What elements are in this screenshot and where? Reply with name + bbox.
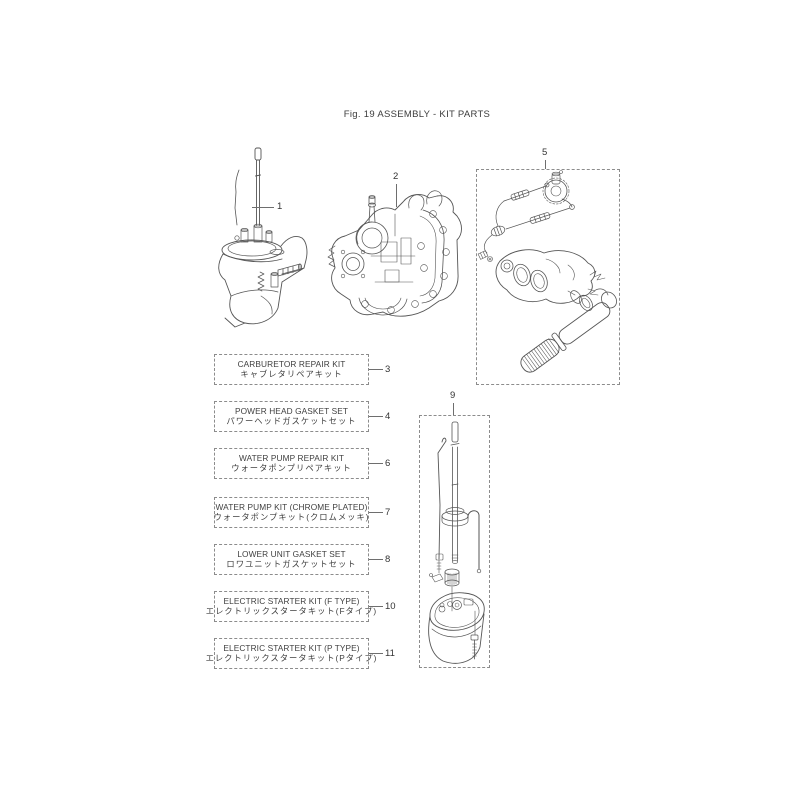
lifting-brackets <box>409 191 442 210</box>
steering-handle-illustration <box>476 169 620 385</box>
kit-label-jp: パワーヘッドガスケットセット <box>226 416 357 426</box>
callout-4-leader <box>369 416 383 417</box>
grip-ribs <box>522 338 559 372</box>
kit-label-en: ELECTRIC STARTER KIT (F TYPE) <box>223 596 360 606</box>
engine-outline <box>332 195 462 317</box>
kit-row-water-pump-repair-kit: WATER PUMP REPAIR KIT ウォータポンプリペアキット 6 <box>214 448 404 479</box>
power-head-illustration <box>325 186 460 318</box>
callout-7-leader <box>369 512 383 513</box>
kit-row-water-pump-kit-chrome: WATER PUMP KIT (CHROME PLATED) ウォータポンプキッ… <box>213 497 404 528</box>
callout-5-leader <box>545 160 546 169</box>
cable-grommet <box>490 224 506 237</box>
kit-box-power-head-gasket-set: POWER HEAD GASKET SET パワーヘッドガスケットセット <box>214 401 369 432</box>
callout-2: 2 <box>393 171 399 182</box>
callout-6-leader <box>369 463 383 464</box>
kit-row-carburetor-repair-kit: CARBURETOR REPAIR KIT キャブレタリペアキット 3 <box>214 354 404 385</box>
propeller-shaft <box>278 264 302 276</box>
callout-5: 5 <box>542 147 548 158</box>
kit-label-en: WATER PUMP REPAIR KIT <box>238 453 345 463</box>
housing-bolt <box>471 611 478 659</box>
kit-label-jp: ロワユニットガスケットセット <box>226 559 357 569</box>
lower-band <box>359 298 407 315</box>
callout-11-leader <box>369 653 383 654</box>
callout-2-leader <box>396 184 397 207</box>
kit-label-en: ELECTRIC STARTER KIT (P TYPE) <box>223 643 360 653</box>
callout-10: 10 <box>385 601 396 612</box>
lower-unit-illustration <box>205 146 310 328</box>
lower-housing <box>429 593 485 664</box>
spring-detail <box>258 272 264 291</box>
flywheel-boss <box>356 222 388 254</box>
kit-row-electric-starter-kit-f: ELECTRIC STARTER KIT (F TYPE) エレクトリックスター… <box>206 591 404 622</box>
kit-label-en: WATER PUMP KIT (CHROME PLATED) <box>215 502 368 512</box>
callout-8: 8 <box>385 554 391 565</box>
kit-box-electric-starter-kit-f: ELECTRIC STARTER KIT (F TYPE) エレクトリックスター… <box>206 591 376 622</box>
kit-label-en: LOWER UNIT GASKET SET <box>237 549 346 559</box>
block-details <box>371 214 415 282</box>
callout-10-leader <box>369 606 383 607</box>
throttle-gear <box>543 171 569 205</box>
water-pump-parts <box>235 224 272 242</box>
callout-11: 11 <box>385 648 395 659</box>
shift-rod-hook <box>468 511 481 573</box>
kit-row-lower-unit-gasket-set: LOWER UNIT GASKET SET ロワユニットガスケットセット 8 <box>214 544 404 575</box>
bolt-bosses <box>362 211 450 314</box>
callout-9: 9 <box>450 390 456 401</box>
figure-title: Fig. 19 ASSEMBLY - KIT PARTS <box>343 109 491 120</box>
kit-label-jp: ウォータポンプリペアキット <box>231 463 352 473</box>
tiller-handle <box>517 289 620 376</box>
shift-rod <box>235 170 239 225</box>
crankcase-cover <box>420 210 444 303</box>
callout-4: 4 <box>385 411 391 422</box>
callout-3: 3 <box>385 364 391 375</box>
kit-label-jp: エレクトリックスタータキット(Fタイプ) <box>205 606 378 616</box>
kit-label-en: CARBURETOR REPAIR KIT <box>237 359 346 369</box>
callout-3-leader <box>369 369 383 370</box>
drive-shaft <box>255 148 261 225</box>
kit-box-carburetor-repair-kit: CARBURETOR REPAIR KIT キャブレタリペアキット <box>214 354 369 385</box>
handle-coupler <box>568 289 608 313</box>
crankshaft-stub <box>369 196 376 222</box>
splined-coupler <box>445 569 459 586</box>
kit-label-en: POWER HEAD GASKET SET <box>234 406 349 416</box>
shift-cam <box>271 273 278 288</box>
callout-6: 6 <box>385 458 391 469</box>
kit-box-lower-unit-gasket-set: LOWER UNIT GASKET SET ロワユニットガスケットセット <box>214 544 369 575</box>
throttle-rod <box>438 438 446 559</box>
drive-shaft <box>442 422 468 563</box>
callout-8-leader <box>369 559 383 560</box>
kit-label-jp: エレクトリックスタータキット(Pタイプ) <box>205 653 378 663</box>
callout-7: 7 <box>385 507 391 518</box>
drive-shaft-illustration <box>419 415 490 668</box>
kit-label-jp: ウォータポンプキット(クロムメッキ) <box>213 512 370 522</box>
kit-box-water-pump-kit-chrome: WATER PUMP KIT (CHROME PLATED) ウォータポンプキッ… <box>213 497 370 528</box>
kit-row-power-head-gasket-set: POWER HEAD GASKET SET パワーヘッドガスケットセット 4 <box>214 401 404 432</box>
carb-flange <box>341 250 365 278</box>
small-bolt-and-clip <box>430 554 444 582</box>
callout-1: 1 <box>277 201 283 212</box>
kit-5-boundary <box>476 169 620 385</box>
kit-label-jp: キャブレタリペアキット <box>240 369 343 379</box>
callout-1-leader <box>252 207 274 208</box>
left-bracket-edge <box>328 246 335 267</box>
gearcase-body <box>219 236 307 327</box>
cable-lead <box>484 235 492 253</box>
kit-box-electric-starter-kit-p: ELECTRIC STARTER KIT (P TYPE) エレクトリックスター… <box>206 638 376 669</box>
throttle-cables <box>496 183 574 229</box>
kit-9-boundary <box>419 415 490 668</box>
kit-row-electric-starter-kit-p: ELECTRIC STARTER KIT (P TYPE) エレクトリックスター… <box>206 638 404 669</box>
handle-bracket-body <box>496 250 605 304</box>
kit-box-water-pump-repair-kit: WATER PUMP REPAIR KIT ウォータポンプリペアキット <box>214 448 369 479</box>
callout-9-leader <box>453 403 454 415</box>
cable-nut-washer <box>478 251 492 262</box>
